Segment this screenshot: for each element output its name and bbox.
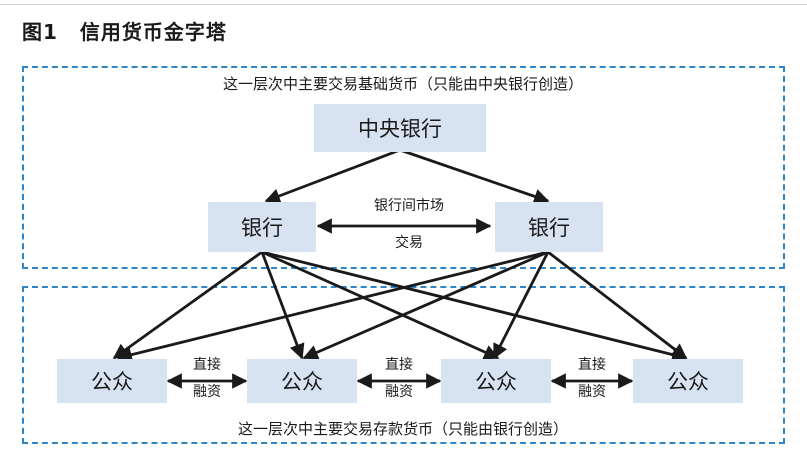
public-node-4: 公众 (633, 359, 743, 403)
arrow-left-bank-to-public-4 (261, 250, 688, 363)
figure-title: 图1 信用货币金字塔 (22, 16, 227, 45)
central-bank-node: 中央银行 (314, 104, 486, 152)
interbank-trade-label: 交易 (395, 235, 423, 251)
direct-label-1: 直接 (193, 357, 221, 373)
arrow-right-bank-to-public-1 (116, 250, 549, 363)
arrow-left-bank-to-public-3 (261, 250, 500, 360)
public-node-2: 公众 (247, 359, 357, 403)
arrow-left-bank-to-public-2 (260, 251, 305, 360)
arrow-right-bank-to-public-4 (547, 250, 688, 360)
figure-title-text: 信用货币金字塔 (79, 20, 227, 44)
arrow-central-to-left-bank (264, 148, 401, 204)
bank-node-left: 银行 (208, 202, 316, 252)
arrow-central-to-right-bank (399, 148, 550, 204)
direct-label-3: 直接 (578, 357, 606, 373)
top-rule (0, 4, 807, 5)
arrow-right-bank-to-public-3 (492, 251, 550, 360)
financing-label-1: 融资 (193, 384, 221, 400)
financing-label-2: 融资 (385, 384, 413, 400)
figure-number: 图1 (22, 20, 58, 44)
arrow-left-bank-to-public-1 (112, 250, 263, 360)
interbank-market-label: 银行间市场 (374, 198, 444, 214)
direct-label-2: 直接 (385, 357, 413, 373)
arrow-right-bank-to-public-2 (302, 250, 549, 360)
public-node-3: 公众 (441, 359, 551, 403)
base-money-layer-caption: 这一层次中主要交易基础货币（只能由中央银行创造） (222, 75, 583, 93)
public-node-1: 公众 (57, 359, 167, 403)
bank-node-right: 银行 (495, 202, 603, 252)
base-money-layer (22, 66, 785, 269)
deposit-money-layer-caption: 这一层次中主要交易存款货币（只能由银行创造） (237, 420, 568, 438)
financing-label-3: 融资 (578, 384, 606, 400)
